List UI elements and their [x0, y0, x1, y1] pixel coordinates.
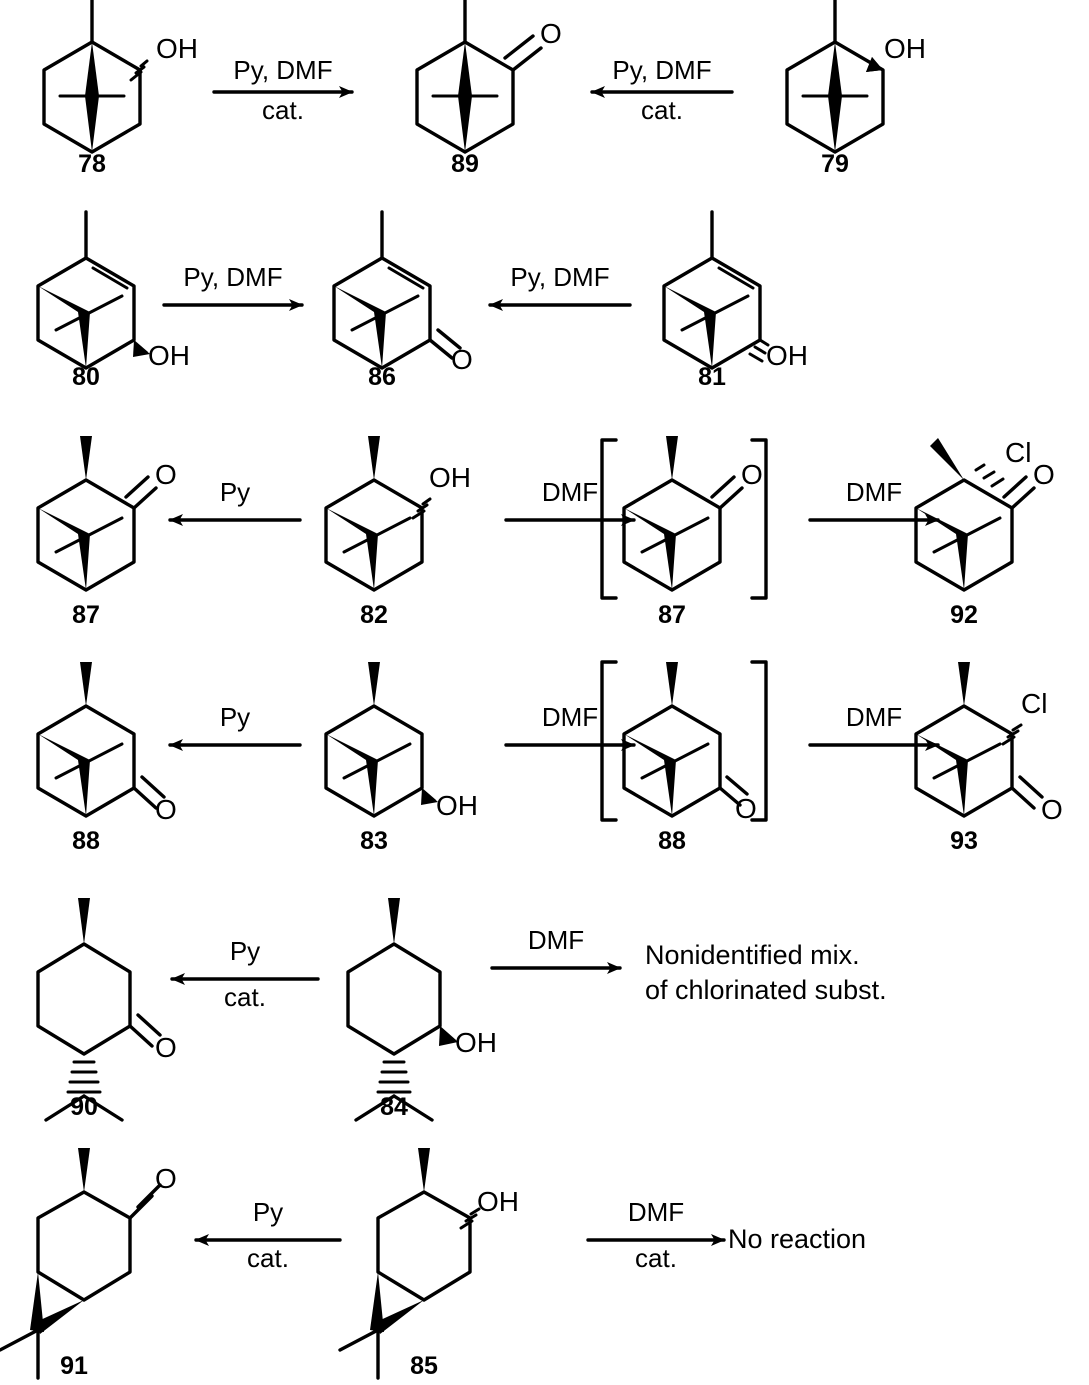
- arrow-condition-above-a12: DMF: [527, 925, 585, 955]
- structure-84: [346, 898, 458, 1122]
- atom-label-o-88-left: O: [155, 794, 177, 825]
- atom-label-oh-83: OH: [436, 790, 478, 821]
- atom-label-oh-80: OH: [148, 340, 190, 371]
- structure-87-left: [36, 436, 158, 592]
- structure-83: [324, 662, 438, 818]
- product-text-nonidentified-mix: Nonidentified mix. of chlorinated subst.: [645, 938, 887, 1007]
- arrow-condition-above-a6: DMF: [541, 477, 599, 507]
- arrow-condition-above-a1: Py, DMF: [233, 55, 333, 85]
- structure-80: [36, 210, 150, 370]
- compound-label-92: 92: [950, 601, 978, 629]
- arrow-condition-below-a13: cat.: [247, 1243, 289, 1273]
- structure-93: [914, 662, 1044, 818]
- arrow-condition-below-a11: cat.: [224, 982, 266, 1012]
- compound-label-79: 79: [821, 150, 849, 178]
- arrow-condition-above-a5: Py: [219, 477, 251, 507]
- structure-86: [332, 210, 462, 370]
- arrow-condition-below-a14: cat.: [635, 1243, 677, 1273]
- arrow-condition-above-a7: DMF: [845, 477, 903, 507]
- compound-label-93: 93: [950, 827, 978, 855]
- structure-88-bracketed: [622, 662, 749, 818]
- product-text-line-1b: No reaction: [728, 1224, 867, 1254]
- structure-81: [662, 210, 770, 370]
- atom-label-oh-82: OH: [429, 462, 471, 493]
- structure-82: [324, 436, 432, 592]
- atom-label-oh-81: OH: [766, 340, 808, 371]
- compound-label-86: 86: [368, 363, 396, 391]
- structure-89: [415, 0, 543, 154]
- atom-label-oh-85: OH: [477, 1186, 519, 1217]
- reaction-arrows: [162, 86, 940, 1246]
- bracket-left-row4: [600, 660, 618, 822]
- arrow-condition-below-a2: cat.: [641, 95, 683, 125]
- arrow-condition-above-a11: Py: [229, 936, 261, 966]
- arrow-condition-above-a3: Py, DMF: [183, 262, 283, 292]
- compound-label-84: 84: [380, 1093, 408, 1121]
- compound-label-87-bracketed: 87: [658, 601, 686, 629]
- compound-label-88-bracketed: 88: [658, 827, 686, 855]
- arrow-condition-above-a13: Py: [252, 1197, 284, 1227]
- arrow-condition-above-a14: DMF: [627, 1197, 685, 1227]
- atom-label-o-89: O: [540, 18, 562, 49]
- compound-label-83: 83: [360, 827, 388, 855]
- atom-label-oh-78: OH: [156, 33, 198, 64]
- structure-85: [338, 1148, 481, 1380]
- structure-79: [785, 0, 885, 154]
- arrow-condition-above-a10: DMF: [845, 702, 903, 732]
- atom-label-o-86: O: [451, 344, 473, 375]
- atom-label-o-87-left: O: [155, 459, 177, 490]
- product-text-no-reaction: No reaction: [728, 1222, 866, 1257]
- compound-label-81: 81: [698, 363, 726, 391]
- compound-label-87-left: 87: [72, 601, 100, 629]
- compound-label-88-left: 88: [72, 827, 100, 855]
- structure-88-left: [36, 662, 166, 818]
- atom-label-o-92: O: [1033, 459, 1055, 490]
- atom-label-o-88-bracketed: O: [735, 793, 757, 824]
- structure-90: [36, 898, 162, 1122]
- arrow-condition-above-a4: Py, DMF: [510, 262, 610, 292]
- atom-label-o-93: O: [1041, 794, 1063, 825]
- atom-label-oh-79: OH: [884, 33, 926, 64]
- structure-91: [0, 1148, 162, 1380]
- compound-label-85: 85: [410, 1352, 438, 1380]
- bracket-right-row4: [750, 660, 768, 822]
- arrow-condition-above-a8: Py: [219, 702, 251, 732]
- atom-label-o-87-bracketed: O: [741, 459, 763, 490]
- compound-label-91: 91: [60, 1352, 88, 1380]
- compound-label-78: 78: [78, 150, 106, 178]
- atom-label-o-90: O: [155, 1032, 177, 1063]
- structure-78: [42, 0, 149, 154]
- compound-label-82: 82: [360, 601, 388, 629]
- structure-87-bracketed: [622, 436, 744, 592]
- bracket-right-row3: [750, 438, 768, 600]
- arrow-condition-above-a9: DMF: [541, 702, 599, 732]
- product-text-line-2: of chlorinated subst.: [645, 974, 887, 1005]
- structure-92: [914, 438, 1036, 592]
- arrow-condition-below-a1: cat.: [262, 95, 304, 125]
- arrow-condition-above-a2: Py, DMF: [612, 55, 712, 85]
- atom-label-cl-93: Cl: [1021, 688, 1048, 719]
- compound-label-80: 80: [72, 363, 100, 391]
- atom-label-cl-92: Cl: [1005, 437, 1032, 468]
- product-text-line-1: Nonidentified mix.: [645, 940, 860, 970]
- compound-label-89: 89: [451, 150, 479, 178]
- compound-label-90: 90: [70, 1093, 98, 1121]
- atom-label-oh-84: OH: [455, 1027, 497, 1058]
- atom-label-o-91: O: [155, 1163, 177, 1194]
